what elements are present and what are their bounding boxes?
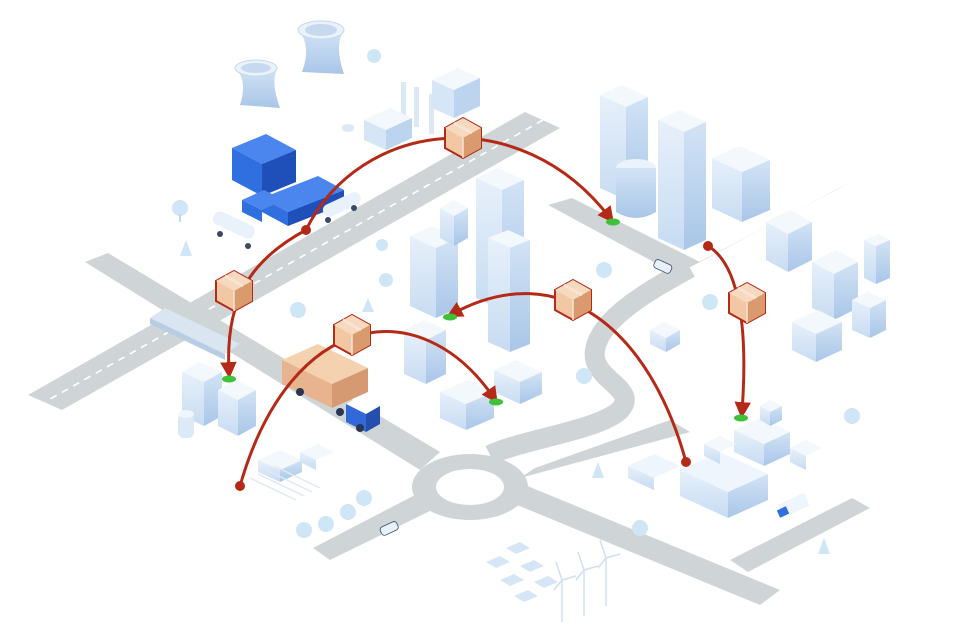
package-box-icon <box>215 269 253 313</box>
delivery-truck-icon <box>776 493 809 518</box>
package-box-icon <box>333 313 371 357</box>
package-box-icon <box>728 281 766 325</box>
warehouse-district <box>628 400 822 518</box>
route-arc <box>446 292 688 463</box>
farm-houses <box>249 444 334 501</box>
origin-dot-icon <box>235 225 713 491</box>
power-plant <box>234 20 480 150</box>
solar-panel-icon <box>486 542 558 602</box>
bridge <box>150 308 240 354</box>
wind-turbine-icon <box>553 539 621 622</box>
package-box-icon <box>444 116 482 160</box>
right-residential-blocks <box>650 210 890 362</box>
delivery-truck-icon <box>282 344 380 432</box>
left-industrial-block <box>178 362 256 438</box>
tanker-truck-icon <box>322 192 361 223</box>
blue-factory <box>213 134 361 249</box>
package-box-icon <box>554 278 592 322</box>
route-arc <box>707 244 751 419</box>
car-icon <box>379 259 673 536</box>
trees <box>172 49 860 554</box>
destination-pin-icon <box>222 218 748 422</box>
downtown-towers <box>404 85 770 430</box>
tanker-truck-icon <box>213 211 255 249</box>
